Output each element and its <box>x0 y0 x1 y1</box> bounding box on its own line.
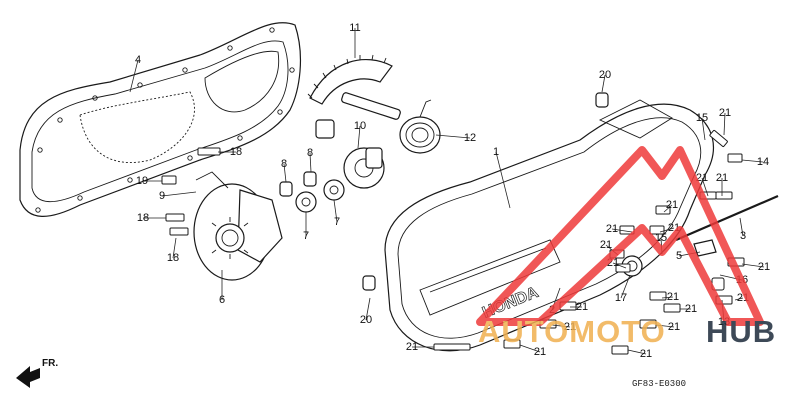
watermark-word-b: HUB <box>706 314 776 349</box>
callout-c8b: 8 <box>307 147 313 159</box>
callout-c17: 17 <box>615 292 627 304</box>
callout-c21i: 21 <box>758 261 770 273</box>
kick-spindle-part-11 <box>307 54 401 120</box>
callout-c21f: 21 <box>606 223 618 235</box>
watermark-word-a: AUTOMOTO <box>478 314 666 349</box>
callout-leader-c21o <box>655 324 675 328</box>
callout-c12: 12 <box>464 132 476 144</box>
callout-c21l: 21 <box>685 303 697 315</box>
callout-leader-c21b <box>701 177 709 197</box>
bracket-part-5 <box>693 239 717 257</box>
direction-marker-text: FR. <box>42 358 58 369</box>
bolt-group-left <box>161 147 221 236</box>
callout-c18b: 18 <box>137 212 149 224</box>
kick-driven-gear-part-6 <box>193 171 283 281</box>
callout-c19: 19 <box>136 175 148 187</box>
front-direction-marker: FR. <box>16 358 58 388</box>
callout-leader-c12 <box>435 134 471 139</box>
callout-leader-c8a <box>283 163 287 183</box>
callout-leader-c15a <box>701 117 706 141</box>
callout-c7a: 7 <box>303 230 309 242</box>
callout-leader-c21p <box>519 344 541 353</box>
callout-c21r: 21 <box>406 341 418 353</box>
callout-c20a: 20 <box>599 69 611 81</box>
rod-part-3 <box>675 194 779 242</box>
spring-part-12 <box>399 99 441 154</box>
drawing-code: GF83-E0300 <box>632 379 686 389</box>
callout-leader-c21i <box>741 263 765 268</box>
bushings-part-8 <box>279 171 317 197</box>
callout-c15a: 15 <box>696 112 708 124</box>
callout-c20b: 20 <box>360 314 372 326</box>
callout-labels: 1234567788910111213141515161718181819202… <box>135 22 770 360</box>
callout-c9: 9 <box>159 190 165 202</box>
callout-leader-c20b <box>365 297 371 321</box>
callout-c21p: 21 <box>534 346 546 358</box>
callout-leader-c3 <box>739 217 744 237</box>
callout-c21j: 21 <box>667 291 679 303</box>
callout-c21b: 21 <box>696 172 708 184</box>
pinion-gears-part-7 <box>295 179 345 213</box>
callout-c7b: 7 <box>334 216 340 228</box>
callout-c11: 11 <box>349 22 360 34</box>
callout-c21n: 21 <box>564 321 576 333</box>
callout-c14: 14 <box>757 156 769 168</box>
callout-c21q: 21 <box>640 348 652 360</box>
callout-leader-c9 <box>161 191 197 197</box>
callout-leader-c21j <box>661 296 674 299</box>
callout-c21c: 21 <box>716 172 728 184</box>
callout-c10: 10 <box>354 120 366 132</box>
callout-c8a: 8 <box>281 158 287 170</box>
callout-leader-c8b <box>309 152 312 173</box>
callout-c3: 3 <box>740 230 746 242</box>
callout-leader-c20a <box>601 74 606 93</box>
callout-c21g: 21 <box>600 239 612 251</box>
callout-c21a: 21 <box>719 107 731 119</box>
dowel-pins-part-20 <box>362 92 609 291</box>
callout-c21d: 21 <box>666 199 678 211</box>
callout-leader-c1 <box>495 151 511 209</box>
callout-leader-c14 <box>741 159 764 163</box>
gear-part-10 <box>315 119 385 189</box>
callout-c1: 1 <box>493 146 499 158</box>
callout-c6: 6 <box>219 294 225 306</box>
callout-leader-c18c <box>172 237 177 259</box>
callout-leader-c21h <box>612 262 627 269</box>
callout-leader-c4 <box>129 59 139 93</box>
callout-leader-c10 <box>357 125 361 149</box>
callout-c18c: 18 <box>167 252 179 264</box>
watermark-logo-icon <box>476 146 764 326</box>
callout-c5: 5 <box>676 250 682 262</box>
callout-leader-c21n <box>551 324 571 328</box>
callout-leader-c21f <box>611 228 633 233</box>
callout-leader-c21a <box>723 112 726 136</box>
callout-leader-c7b <box>333 199 338 223</box>
gasket-part-4 <box>19 22 302 217</box>
callout-c21o: 21 <box>668 321 680 333</box>
watermark: AUTOMOTO HUB <box>476 146 776 349</box>
callout-leader-c21d <box>663 204 673 213</box>
callout-c21m: 21 <box>576 301 588 313</box>
callout-leader-c21q <box>627 349 647 355</box>
callout-leader-c21e <box>659 227 675 233</box>
callout-c18a: 18 <box>230 146 242 158</box>
callout-leader-c21k <box>734 297 744 301</box>
callout-leader-c17 <box>620 274 631 299</box>
callout-c4: 4 <box>135 54 141 66</box>
